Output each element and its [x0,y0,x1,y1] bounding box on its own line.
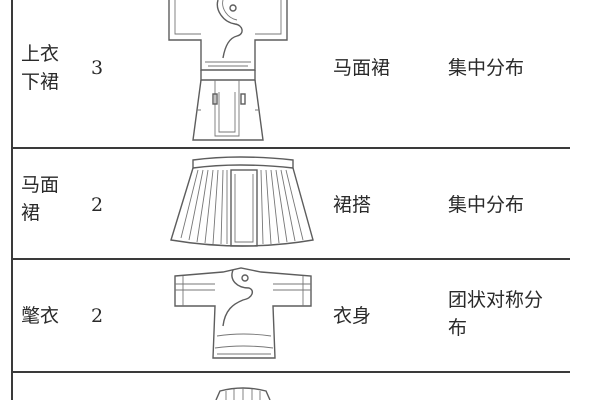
garment-name: 上衣 下裙 [21,40,69,96]
mamianqun-icon [153,154,323,254]
distribution-line: 布 [448,317,468,339]
pattern-count: 2 [91,305,104,327]
row-divider [11,147,570,149]
table-row: 上衣 下裙 3 马面裙 集中分布 [13,0,570,147]
distribution-pattern: 团状对称分 布 [448,286,573,342]
distribution-line: 集中分布 [448,57,525,79]
decoration-part: 裙搭 [333,194,372,216]
partial-garment-icon [208,383,278,400]
changyi-icon [153,266,333,366]
garment-name-line: 马面 [21,174,60,196]
table-row [13,373,570,400]
table-row: 马面 裙 2 裙搭 集中分布 [13,149,570,258]
table-row: 氅衣 2 衣身 团状对称分 布 [13,260,570,371]
distribution-pattern: 集中分布 [448,54,573,82]
garment-name-line: 裙 [21,202,41,224]
row-divider [11,258,570,260]
decoration-part: 马面裙 [333,57,391,79]
decoration-part: 衣身 [333,305,372,327]
shangyi-xiaqun-icon [153,0,303,147]
garment-name-line: 上衣 [21,43,60,65]
garment-name-line: 下裙 [21,71,60,93]
garment-name: 氅衣 [21,302,69,330]
distribution-pattern: 集中分布 [448,191,573,219]
distribution-line: 集中分布 [448,194,525,216]
row-divider [11,371,570,373]
pattern-count: 3 [91,57,104,79]
table-left-border [11,0,13,400]
garment-name-line: 氅衣 [21,305,60,327]
pattern-count: 2 [91,194,104,216]
garment-name: 马面 裙 [21,171,69,227]
distribution-line: 团状对称分 [448,289,544,311]
